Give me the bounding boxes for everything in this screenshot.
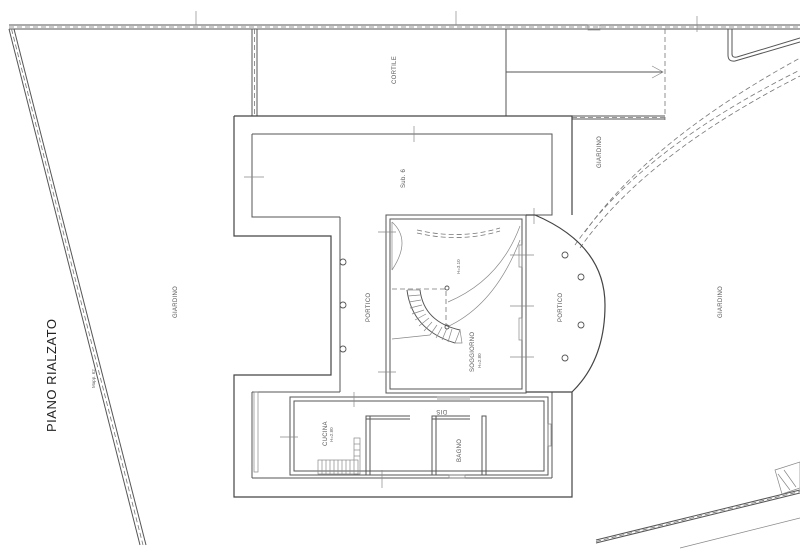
west-portico — [339, 258, 347, 353]
east-portico — [526, 214, 606, 393]
soggiorno-walls — [378, 208, 535, 394]
room-label-cortile: CORTILE — [392, 56, 398, 84]
room-label-soggiorno: SOGGIORNO — [470, 332, 476, 372]
room-label-giardino-top-right: GIARDINO — [597, 136, 603, 168]
driveway-lines — [574, 29, 800, 249]
room-label-sub6: Sub. 6 — [401, 168, 407, 188]
room-label-portico-west: PORTICO — [366, 293, 372, 322]
room-label-dis: DIS — [436, 408, 447, 414]
room-label-cucina: CUCINA — [323, 421, 329, 446]
spiral-stair — [406, 289, 463, 344]
lower-rooms — [253, 391, 552, 488]
property-boundary — [8, 11, 800, 546]
room-height-void: H=3.10 — [456, 259, 461, 274]
room-height-soggiorno: H=2.80 — [477, 353, 482, 368]
room-label-portico-east: PORTICO — [558, 293, 564, 322]
divider-wall — [251, 29, 258, 116]
drawing-title: PIANO RIALZATO — [44, 319, 59, 432]
grid-ticks — [244, 126, 415, 178]
room-label-giardino-left: GIARDINO — [173, 286, 179, 318]
room-label-giardino-right: GIARDINO — [718, 286, 724, 318]
parcel-label: Mapp. 62 — [91, 369, 96, 388]
room-height-cucina: H=2.80 — [329, 427, 334, 442]
road-lines — [595, 461, 800, 549]
room-label-bagno: BAGNO — [457, 439, 463, 462]
cortile-area — [505, 29, 666, 215]
